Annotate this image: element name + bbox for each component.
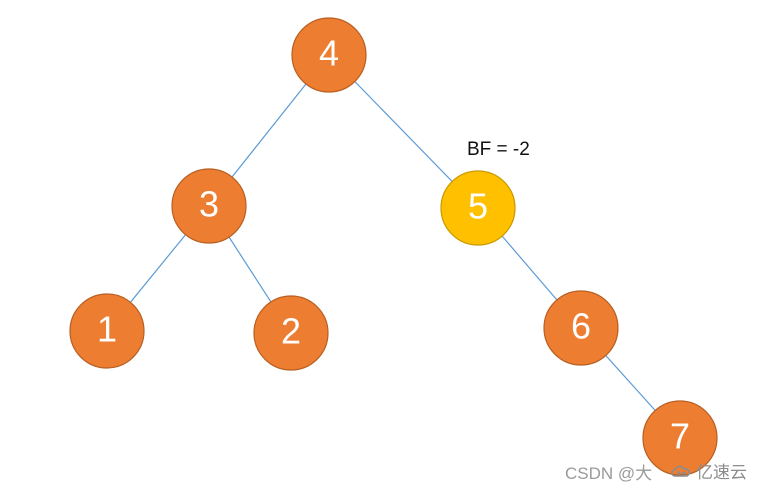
node-2: 2 xyxy=(253,295,329,371)
node-circle-6 xyxy=(543,290,619,366)
node-label-5: 5 xyxy=(468,186,488,227)
node-label-3: 3 xyxy=(199,184,219,225)
node-circle-3 xyxy=(171,168,247,244)
node-7: 7 xyxy=(642,400,718,476)
nodes-layer: 4 3 5 1 2 6 7 xyxy=(69,17,718,476)
node-1: 1 xyxy=(69,293,145,369)
watermark-yisu: 亿速云 xyxy=(670,458,747,483)
node-circle-4 xyxy=(291,17,367,93)
node-label-7: 7 xyxy=(670,416,690,457)
watermark-yisu-text: 亿速云 xyxy=(696,463,747,482)
node-5: 5 xyxy=(440,170,516,246)
node-label-1: 1 xyxy=(97,309,117,350)
node-4: 4 xyxy=(291,17,367,93)
node-circle-1 xyxy=(69,293,145,369)
cloud-icon xyxy=(671,465,690,477)
node-label-2: 2 xyxy=(281,311,301,352)
balance-factor-label: BF = -2 xyxy=(467,139,530,160)
node-label-4: 4 xyxy=(319,33,339,74)
node-3: 3 xyxy=(171,168,247,244)
node-circle-2 xyxy=(253,295,329,371)
watermark-csdn: CSDN @大 xyxy=(565,464,653,483)
node-label-6: 6 xyxy=(571,306,591,347)
node-circle-5 xyxy=(440,170,516,246)
node-6: 6 xyxy=(543,290,619,366)
edges-layer xyxy=(106,54,681,439)
